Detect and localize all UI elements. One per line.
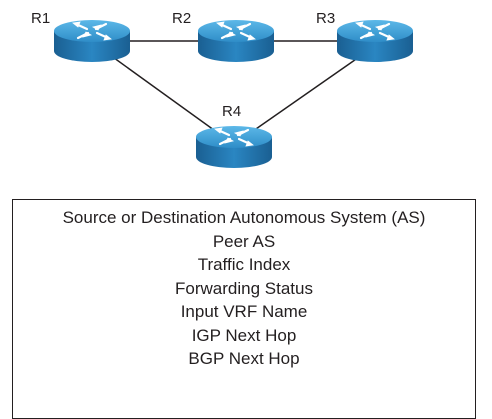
router-label: R3	[316, 10, 335, 27]
router-r4: R4	[196, 103, 272, 168]
field-forwarding-status: Forwarding Status	[175, 278, 313, 298]
router-icon	[54, 20, 130, 62]
router-icon	[196, 126, 272, 168]
link-r1-r4	[109, 54, 226, 139]
field-peer-as: Peer AS	[212, 231, 276, 251]
router-label: R1	[31, 10, 50, 27]
field-igp-next-hop: IGP Next Hop	[191, 325, 297, 345]
field-input-vrf-name: Input VRF Name	[180, 302, 308, 321]
field-source-destination-as: Source or Destination Autonomous System …	[62, 208, 426, 227]
field-list: Source or Destination Autonomous System …	[13, 206, 475, 371]
router-topology-diagram: R1 R2 R3	[31, 10, 413, 168]
field-bgp-next-hop: BGP Next Hop	[188, 349, 300, 368]
netflow-fields-box: Source or Destination Autonomous System …	[12, 199, 476, 419]
router-r2: R2	[172, 10, 274, 62]
router-icon	[198, 20, 274, 62]
field-traffic-index: Traffic Index	[197, 255, 291, 274]
router-icon	[337, 20, 413, 62]
router-label: R4	[222, 103, 241, 120]
router-label: R2	[172, 10, 191, 27]
router-r1: R1	[31, 10, 130, 62]
link-r3-r4	[242, 54, 363, 139]
router-r3: R3	[316, 10, 413, 62]
